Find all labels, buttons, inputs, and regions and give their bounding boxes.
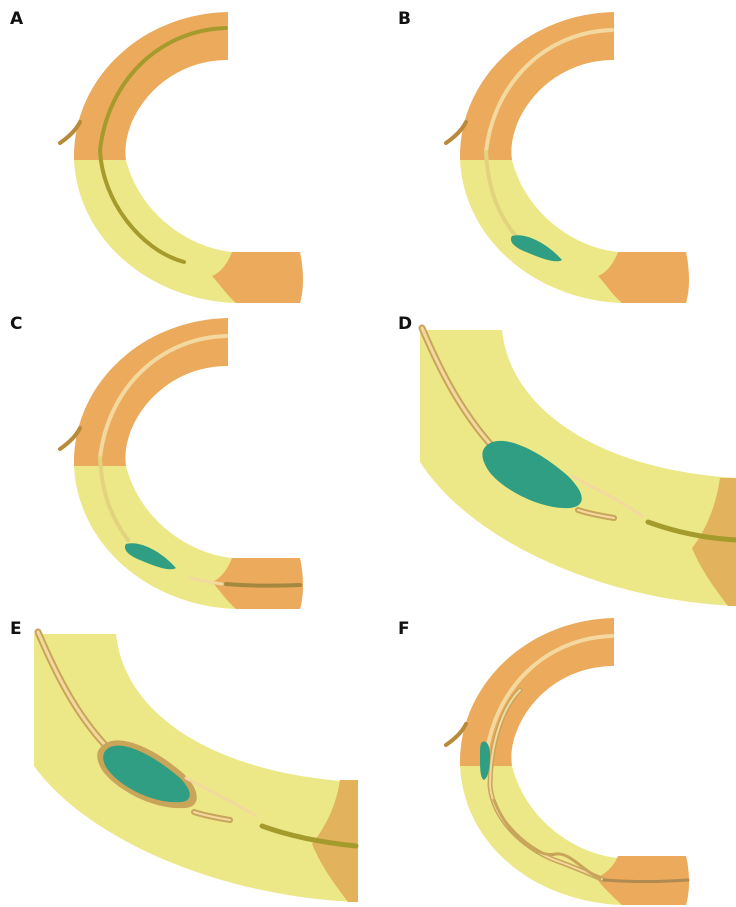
panel-d-illustration (386, 305, 736, 610)
panel-label: D (398, 316, 412, 333)
tissue-yellow-region (460, 766, 622, 905)
panel-c-illustration (0, 305, 368, 610)
panel-c: C (0, 305, 368, 610)
duct-dark-distal (226, 584, 300, 586)
panel-label: A (10, 11, 23, 28)
tissue-yellow-region (34, 634, 356, 902)
panel-d: D (386, 305, 736, 610)
tissue-yellow-region (74, 160, 236, 303)
panel-a: A (0, 0, 368, 305)
panel-f-illustration (386, 610, 736, 907)
panel-f: F (386, 610, 736, 907)
tissue-yellow-region (460, 160, 622, 303)
panel-e-illustration (0, 610, 368, 907)
duct-dark-distal (604, 880, 688, 882)
panel-label: E (10, 621, 22, 638)
panel-b: B (386, 0, 736, 305)
panel-a-illustration (0, 0, 368, 305)
panel-e: E (0, 610, 368, 907)
panel-label: B (398, 11, 411, 28)
panel-label: F (398, 621, 410, 638)
tissue-orange-region (74, 12, 228, 160)
tissue-yellow-region (420, 330, 736, 606)
panel-b-illustration (386, 0, 736, 305)
panel-label: C (10, 316, 22, 333)
tissue-yellow-region (74, 466, 236, 609)
